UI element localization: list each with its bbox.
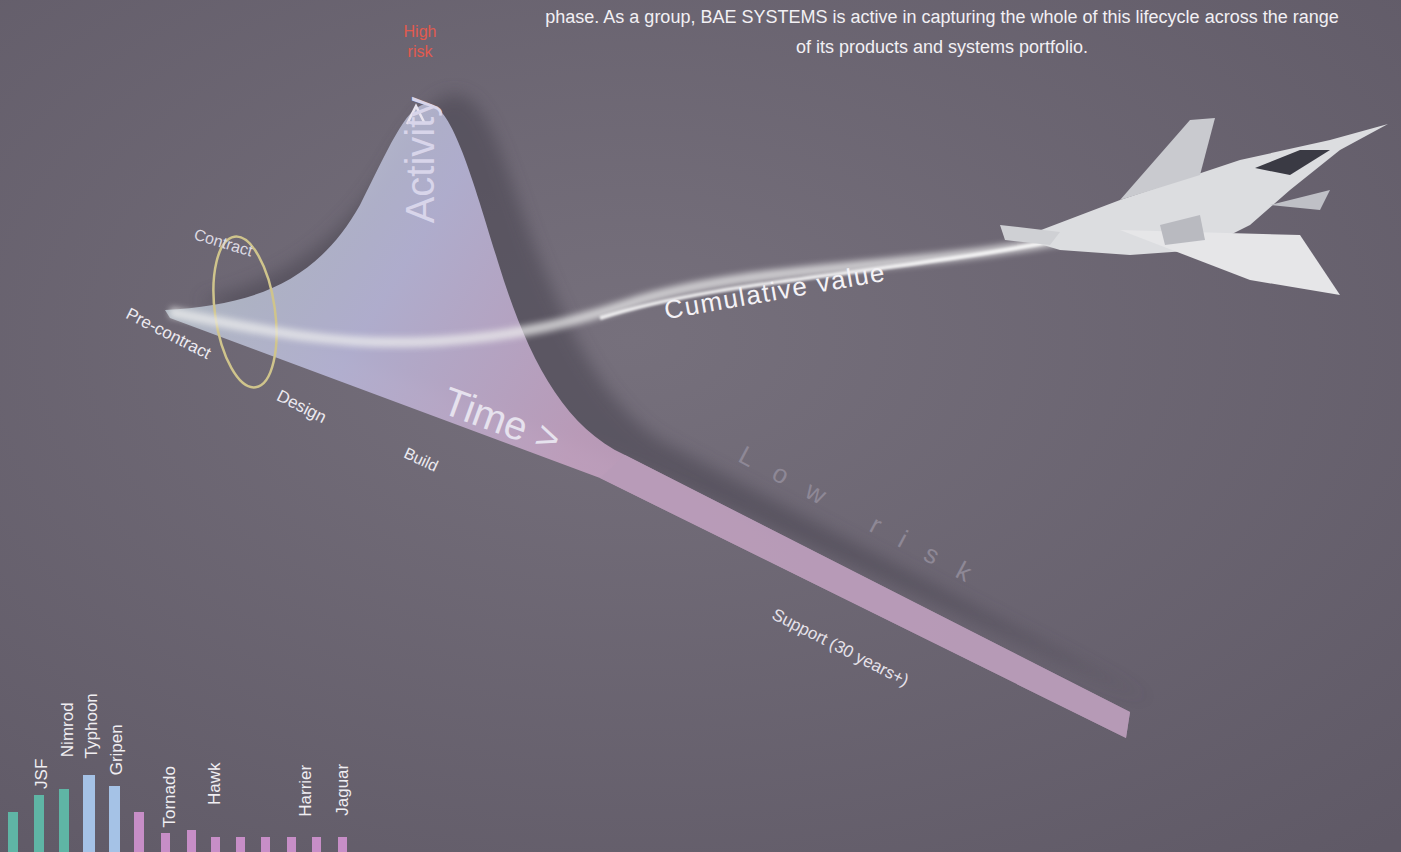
- typhoon-jet: [1000, 118, 1388, 295]
- bar-label: Hawk: [205, 763, 225, 806]
- activity-curve: [165, 104, 1130, 738]
- risk-label: High risk: [390, 22, 450, 62]
- intro-text: phase. As a group, BAE SYSTEMS is active…: [542, 2, 1342, 62]
- axis-label: Activity: [397, 97, 443, 224]
- bar-label: Harrier: [296, 765, 316, 817]
- bar-label: Typhoon: [82, 693, 102, 758]
- bar-label: Gripen: [107, 724, 127, 775]
- bar-label: Nimrod: [57, 703, 77, 758]
- bar-label: Jaguar: [333, 764, 353, 816]
- bar-label: JSF: [32, 759, 52, 789]
- value-trail: [170, 240, 1060, 342]
- curve-shadow: [200, 94, 1150, 700]
- support-strip: [600, 455, 1130, 738]
- bar-label: Tornado: [160, 766, 180, 827]
